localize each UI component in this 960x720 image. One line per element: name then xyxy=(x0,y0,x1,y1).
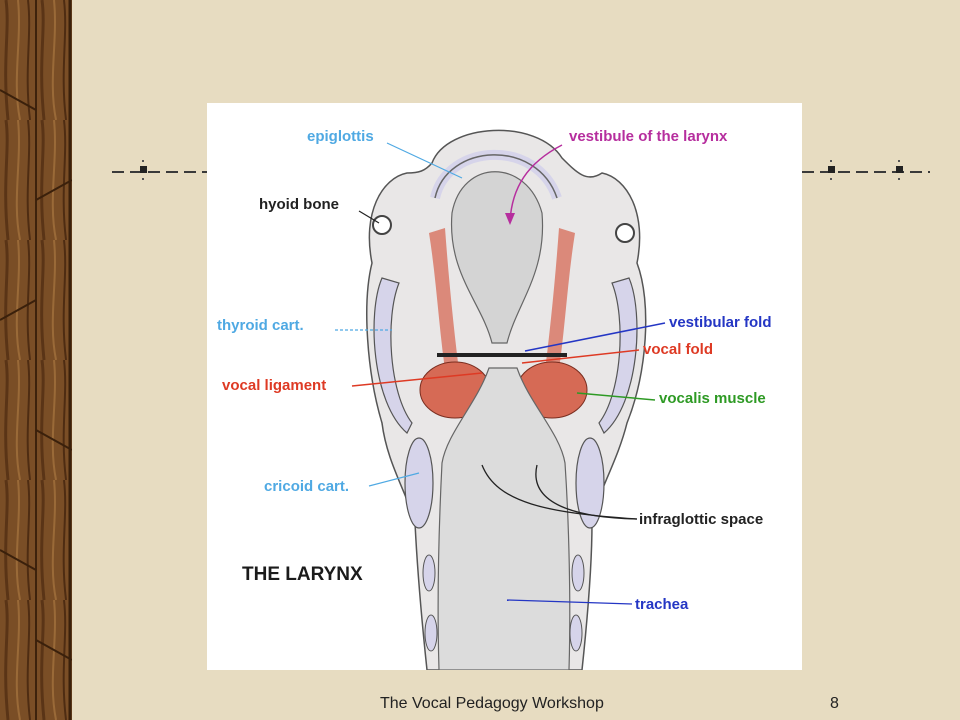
left-cricoid xyxy=(404,437,434,529)
leader-vestibular-fold xyxy=(524,322,666,352)
trachea-ring-left-2 xyxy=(424,614,438,652)
trachea-ring-right-2 xyxy=(569,614,583,652)
label-vocalis-muscle: vocalis muscle xyxy=(659,390,766,407)
trachea-ring-right-1 xyxy=(571,554,585,592)
leader-hyoid xyxy=(358,210,380,224)
larynx-figure: epiglottis vestibule of the larynx hyoid… xyxy=(207,103,802,670)
vestibule-cavity xyxy=(450,171,544,344)
leader-trachea xyxy=(506,599,633,605)
left-thyroid xyxy=(373,277,413,434)
label-thyroid-cart: thyroid cart. xyxy=(217,317,304,334)
left-hyoid xyxy=(372,215,392,235)
trachea-lumen xyxy=(437,367,571,670)
label-vestibule: vestibule of the larynx xyxy=(569,128,728,145)
trachea-ring-left-1 xyxy=(422,554,436,592)
label-vocal-fold: vocal fold xyxy=(643,341,714,358)
leader-infraglottic-2 xyxy=(535,464,638,520)
right-muscle-band xyxy=(542,228,575,393)
label-vestibular-fold: vestibular fold xyxy=(669,314,772,331)
label-trachea: trachea xyxy=(635,596,689,613)
label-vocal-ligament: vocal ligament xyxy=(222,377,327,394)
label-hyoid-bone: hyoid bone xyxy=(259,196,339,213)
figure-title: THE LARYNX xyxy=(242,564,363,585)
larynx-illustration xyxy=(335,129,666,670)
leader-cricoid xyxy=(368,472,420,487)
label-epiglottis: epiglottis xyxy=(307,128,374,145)
leader-vocalis xyxy=(576,392,656,401)
right-hyoid xyxy=(615,223,635,243)
left-muscle-band xyxy=(429,228,462,393)
slide-footer: The Vocal Pedagogy Workshop xyxy=(380,695,604,712)
right-thyroid xyxy=(598,277,638,434)
leader-vocal-ligament xyxy=(351,372,483,387)
label-cricoid-cart: cricoid cart. xyxy=(264,478,350,495)
leader-epiglottis xyxy=(386,142,463,179)
page-number: 8 xyxy=(830,695,839,712)
leader-vestibule xyxy=(509,144,563,222)
leader-vestibule-arrowhead xyxy=(505,213,515,225)
wood-border xyxy=(0,0,72,720)
leader-vocal-fold xyxy=(521,349,640,364)
right-cricoid xyxy=(575,437,605,529)
label-infraglottic-space: infraglottic space xyxy=(639,511,764,528)
